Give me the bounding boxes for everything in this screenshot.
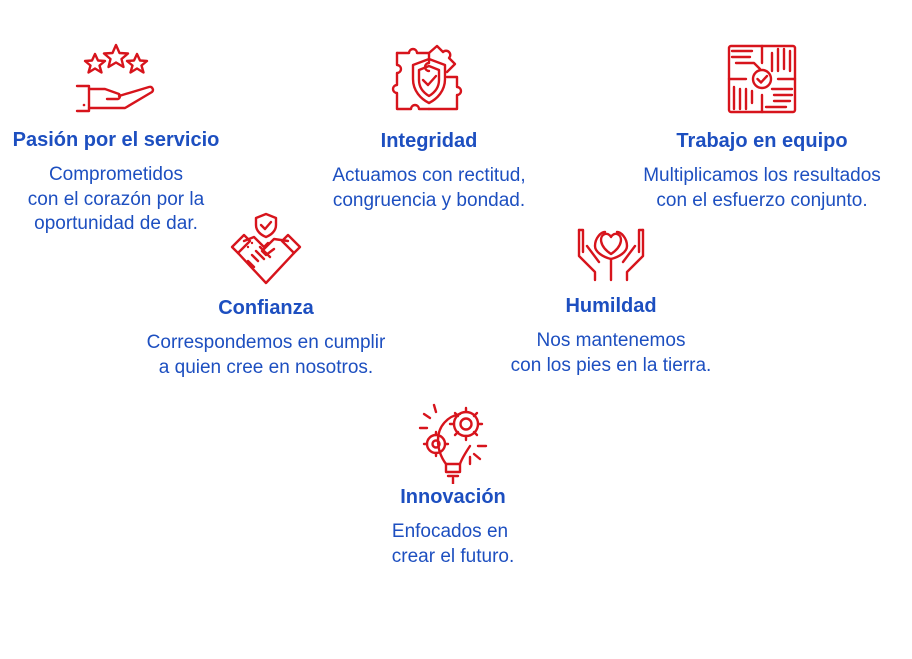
value-trabajo-equipo: Trabajo en equipo Multiplicamos los resu…: [612, 43, 912, 213]
handshake-heart-icon: [228, 211, 304, 287]
hands-heart-icon: [575, 226, 647, 284]
value-integridad: Integridad Actuamos con rectitud, congru…: [300, 43, 558, 213]
value-desc-line: con los pies en la tierra.: [510, 354, 712, 376]
value-innovacion: Innovación Enfocados en crear el futuro.: [350, 402, 556, 569]
value-desc-line: Multiplicamos los resultados: [643, 165, 881, 186]
value-desc-line: Nos mantenemos: [536, 330, 686, 351]
value-desc-line: con el corazón por la: [27, 188, 205, 210]
value-desc-line: congruencia y bondad.: [332, 189, 526, 211]
value-confianza: Confianza Correspondemos en cumplir a qu…: [110, 211, 422, 380]
value-desc-line: oportunidad de dar.: [34, 213, 198, 234]
team-hands-icon: [726, 43, 798, 115]
value-pasion: Pasión por el servicio Comprometidos con…: [0, 42, 232, 237]
value-title: Pasión por el servicio: [12, 129, 220, 151]
puzzle-shield-icon: [391, 43, 467, 117]
value-title: Humildad: [565, 295, 657, 317]
value-desc-line: con el esfuerzo conjunto.: [656, 189, 868, 211]
value-title: Innovación: [400, 486, 506, 508]
value-humildad: Humildad Nos mantenemos con los pies en …: [484, 226, 738, 378]
value-title: Trabajo en equipo: [676, 130, 848, 152]
value-desc-line: crear el futuro.: [391, 545, 515, 567]
hand-stars-icon: [75, 42, 157, 116]
value-title: Integridad: [380, 130, 478, 152]
value-desc-line: a quien cree en nosotros.: [158, 356, 374, 378]
value-desc-line: Enfocados en: [391, 521, 509, 542]
value-desc-line: Correspondemos en cumplir: [146, 332, 386, 353]
value-desc-line: Comprometidos: [48, 164, 184, 185]
lightbulb-gears-icon: [416, 402, 490, 484]
value-title: Confianza: [218, 297, 314, 319]
value-desc-line: Actuamos con rectitud,: [332, 165, 526, 186]
